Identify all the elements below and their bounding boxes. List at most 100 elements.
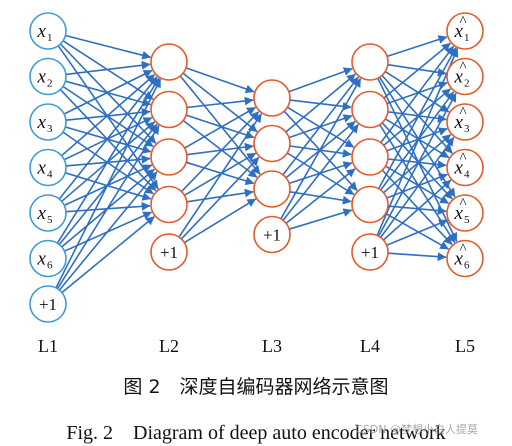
hat-accent: ^ (459, 151, 466, 167)
edge-L2-1-to-L3-1 (185, 114, 255, 140)
edge-L1-4-to-L2-0 (58, 76, 158, 200)
edge-L2-4-to-L3-1 (180, 156, 260, 240)
node-L1-5: x5 (29, 194, 67, 232)
node-L2-4 (150, 185, 188, 224)
node-circle (29, 103, 67, 141)
layer-label-L3: L3 (262, 336, 282, 356)
edge-L4-2-to-L5-5 (381, 169, 453, 246)
edge-L2-1-to-L3-2 (182, 119, 258, 179)
edge-L4-1-to-L5-2 (387, 111, 447, 123)
edge-L2-2-to-L3-0 (184, 106, 256, 149)
edge-L3-1-to-L4-0 (285, 73, 356, 133)
bias-node-L3-4: +1 (253, 215, 291, 254)
edge-L4-2-to-L5-2 (386, 127, 448, 152)
edge-L4-3-to-L5-4 (387, 205, 447, 215)
node-L1-4: x4 (29, 148, 67, 187)
node-L5-1: x1^ (446, 12, 484, 50)
node-L4-4 (351, 185, 389, 224)
node-circle (29, 148, 67, 187)
edge-L3-3-to-L4-3 (288, 208, 353, 230)
edge-L3-2-to-L4-0 (282, 76, 360, 176)
node-circle (351, 185, 389, 224)
node-circle (150, 233, 188, 271)
edge-L1-2-to-L2-0 (63, 69, 153, 115)
node-label: +1 (160, 243, 178, 262)
node-circle (29, 239, 67, 278)
edge-L4-2-to-L5-3 (387, 158, 447, 169)
node-circle (446, 148, 484, 187)
node-L5-4: x4^ (446, 148, 484, 187)
edge-L1-6-to-L2-2 (58, 171, 158, 291)
edge-L2-0-to-L3-1 (182, 72, 258, 133)
node-L4-2 (351, 90, 389, 129)
node-L2-1 (150, 43, 188, 81)
bias-node-L1-7: +1 (29, 285, 67, 323)
node-circle (253, 124, 291, 163)
node-L4-1 (351, 43, 389, 81)
edge-L1-6-to-L2-0 (55, 78, 162, 289)
node-circle (29, 57, 67, 96)
edge-L3-3-to-L4-0 (280, 78, 362, 220)
node-L1-3: x3 (29, 103, 67, 141)
edge-L4-4-to-L5-4 (386, 219, 448, 246)
layer-label-L1: L1 (38, 336, 58, 356)
connection-edges (55, 34, 459, 294)
hat-accent: ^ (459, 60, 466, 76)
node-circle (150, 138, 188, 176)
edge-L4-1-to-L5-1 (386, 81, 448, 105)
node-circle (253, 170, 291, 208)
layer-label-L2: L2 (159, 336, 179, 356)
node-circle (253, 215, 291, 254)
edge-L1-3-to-L2-0 (61, 73, 156, 157)
node-L3-2 (253, 124, 291, 163)
edge-L4-4-to-L5-3 (382, 179, 452, 241)
edge-L2-2-to-L3-2 (185, 161, 255, 186)
edge-L4-4-to-L5-5 (387, 252, 447, 262)
node-L5-5: x5^ (446, 194, 484, 232)
edge-L4-1-to-L5-4 (381, 122, 453, 200)
node-circle (351, 233, 389, 271)
node-circle (150, 185, 188, 224)
edge-L2-4-to-L3-2 (183, 198, 257, 244)
node-L5-2: x2^ (446, 57, 484, 96)
node-L1-2: x2 (29, 57, 67, 96)
node-circle (351, 138, 389, 176)
node-L1-6: x6 (29, 239, 67, 278)
edge-L4-3-to-L5-5 (385, 212, 449, 250)
node-circle (446, 57, 484, 96)
hat-accent: ^ (459, 105, 466, 121)
node-circle (29, 194, 67, 232)
edge-L4-4-to-L5-0 (376, 48, 459, 236)
edge-L4-1-to-L5-3 (384, 118, 450, 159)
node-circle (446, 239, 484, 278)
node-circle (351, 90, 389, 129)
edge-L4-0-to-L5-2 (384, 70, 450, 113)
edge-L2-0-to-L3-0 (185, 67, 255, 94)
edge-L2-4-to-L3-0 (178, 113, 263, 238)
figure-caption-english: Fig. 2 Diagram of deep auto encoder netw… (66, 422, 446, 444)
node-label: +1 (263, 226, 281, 245)
edge-L3-0-to-L4-0 (288, 67, 353, 93)
edge-L1-5-to-L2-0 (56, 77, 160, 244)
node-L4-3 (351, 138, 389, 176)
node-L5-3: x3^ (446, 103, 484, 141)
hat-accent: ^ (459, 196, 466, 212)
edge-L3-3-to-L4-1 (282, 124, 359, 221)
node-circle (253, 79, 291, 117)
edge-L2-3-to-L3-2 (186, 188, 254, 203)
edge-L4-0-to-L5-1 (387, 63, 447, 77)
node-circle (29, 285, 67, 323)
node-circle (29, 12, 67, 50)
node-circle (446, 12, 484, 50)
node-L2-3 (150, 138, 188, 176)
hat-accent: ^ (459, 14, 466, 30)
node-L2-2 (150, 90, 188, 129)
node-circle (150, 43, 188, 81)
edge-L4-3-to-L5-3 (386, 173, 448, 199)
figure-caption-chinese: 图 2 深度自编码器网络示意图 (123, 376, 389, 398)
edge-L4-3-to-L5-0 (377, 47, 457, 190)
edge-L4-2-to-L5-4 (385, 165, 450, 205)
